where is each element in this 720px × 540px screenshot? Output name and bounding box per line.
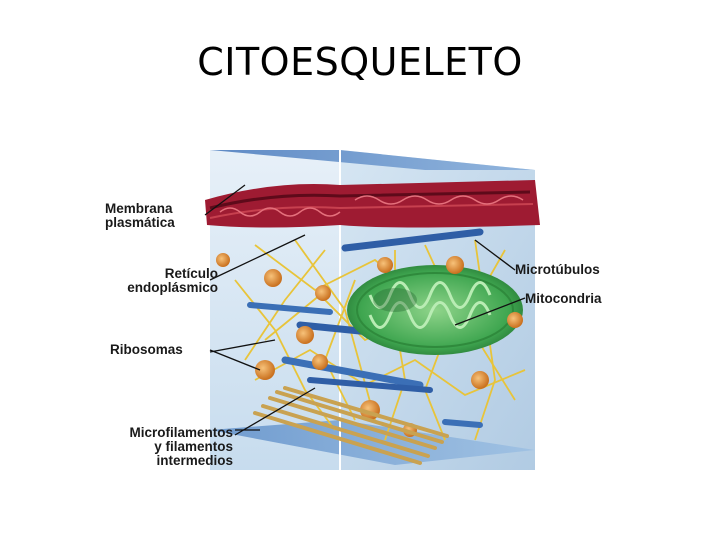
label-microfil-line3: intermedios	[156, 453, 233, 468]
label-reticulo-line2: endoplásmico	[127, 280, 218, 295]
cell-illustration	[204, 150, 540, 470]
label-membrana-line2: plasmática	[105, 215, 175, 230]
label-reticulo-endoplasmico: Retículo endoplásmico	[100, 267, 218, 295]
page-title: CITOESQUELETO	[197, 40, 523, 84]
microfilament-bundle	[253, 386, 449, 465]
cytoskeleton-diagram: Membrana plasmática Retículo endoplásmic…	[95, 130, 635, 490]
label-microfil-line2: y filamentos	[154, 439, 233, 454]
label-reticulo-line1: Retículo	[164, 266, 218, 281]
label-ribosomas: Ribosomas	[110, 342, 183, 357]
microtubules	[247, 228, 484, 428]
label-membrana-plasmatica: Membrana plasmática	[105, 202, 175, 230]
label-microfil-line1: Microfilamentos	[129, 425, 233, 440]
ribosomes	[216, 253, 523, 437]
mitochondrion	[347, 265, 523, 355]
label-mitocondria: Mitocondria	[525, 291, 602, 306]
label-microtubulos: Microtúbulos	[515, 262, 600, 277]
plasma-membrane	[205, 180, 540, 228]
label-microfilamentos: Microfilamentos y filamentos intermedios	[98, 426, 233, 468]
leader-lines	[204, 184, 526, 436]
label-membrana-line1: Membrana	[105, 201, 173, 216]
